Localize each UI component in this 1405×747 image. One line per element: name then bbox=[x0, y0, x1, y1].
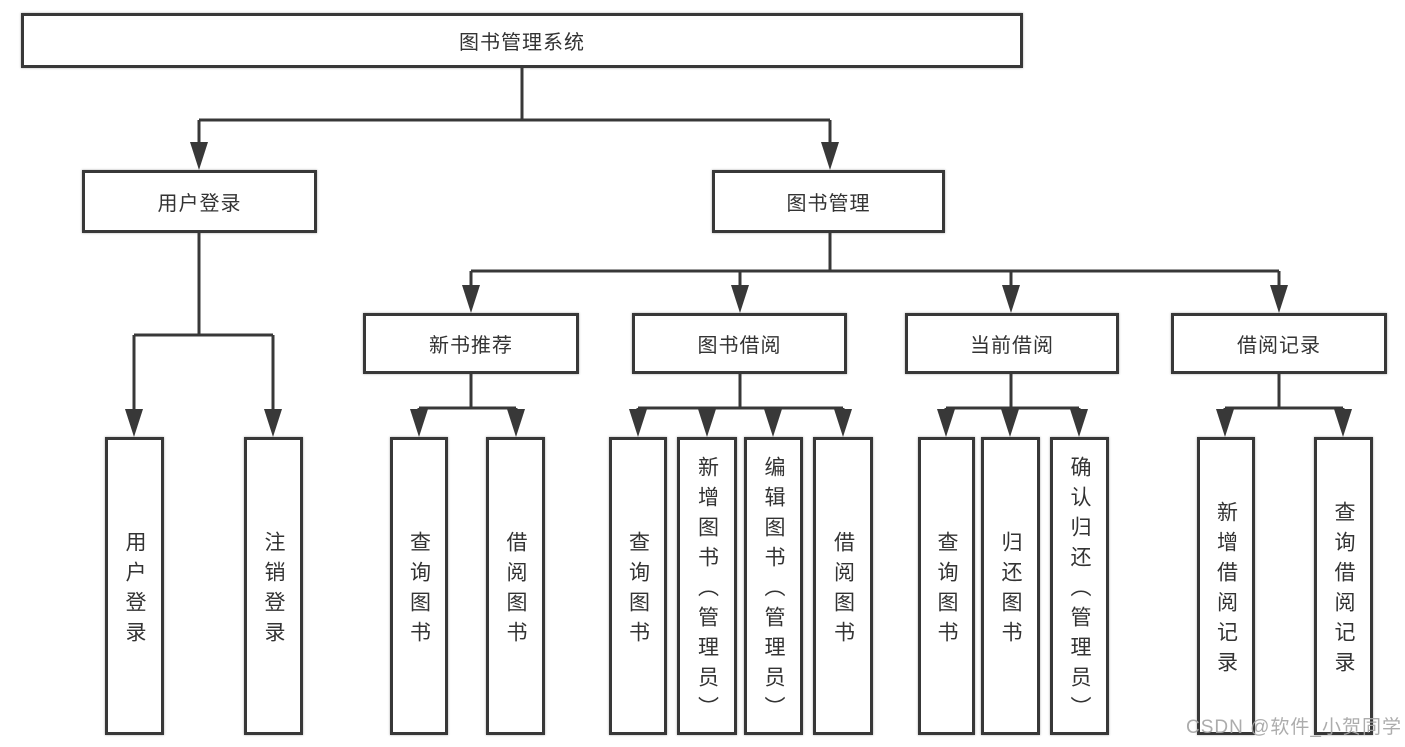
leaf-label: 查询图书 bbox=[935, 530, 958, 651]
node-borrowing-records: 借阅记录 bbox=[1171, 313, 1387, 374]
leaf-label: 编辑图书（管理员） bbox=[762, 455, 785, 726]
leaf-label: 注销登录 bbox=[262, 530, 285, 651]
connector-new-book-recommend-to-leaves bbox=[410, 374, 525, 437]
leaf-borrow-books-borrowing: 借阅图书 bbox=[813, 437, 873, 735]
leaf-add-books-admin: 新增图书（管理员） bbox=[677, 437, 737, 735]
leaf-label: 新增图书（管理员） bbox=[695, 455, 719, 726]
leaf-return-books: 归还图书 bbox=[981, 437, 1040, 735]
node-book-borrowing: 图书借阅 bbox=[632, 313, 847, 374]
leaf-label: 查询图书 bbox=[626, 530, 650, 651]
leaf-query-borrow-record: 查询借阅记录 bbox=[1314, 437, 1373, 735]
node-user-login: 用户登录 bbox=[82, 170, 317, 233]
connector-user-login-to-leaves bbox=[125, 233, 282, 437]
leaf-label: 新增借阅记录 bbox=[1214, 500, 1238, 681]
node-label: 图书管理系统 bbox=[459, 32, 585, 54]
leaf-borrow-books-recommend: 借阅图书 bbox=[486, 437, 545, 735]
leaf-query-books-borrowing: 查询图书 bbox=[609, 437, 667, 735]
node-label: 图书管理 bbox=[786, 193, 871, 215]
leaf-label: 归还图书 bbox=[999, 530, 1022, 651]
connector-root-to-level2 bbox=[190, 68, 839, 170]
leaf-label: 查询图书 bbox=[407, 530, 431, 651]
node-new-book-recommend: 新书推荐 bbox=[363, 313, 579, 374]
leaf-confirm-return-admin: 确认归还（管理员） bbox=[1050, 437, 1109, 735]
node-label: 当前借阅 bbox=[970, 335, 1054, 357]
connector-borrowing-records-to-leaves bbox=[1216, 374, 1352, 437]
node-label: 借阅记录 bbox=[1237, 335, 1321, 357]
csdn-watermark: CSDN @软件_小贺同学 bbox=[1186, 717, 1402, 738]
node-label: 新书推荐 bbox=[429, 335, 513, 357]
leaf-logout: 注销登录 bbox=[244, 437, 303, 735]
leaf-add-borrow-record: 新增借阅记录 bbox=[1197, 437, 1255, 735]
node-current-borrowing: 当前借阅 bbox=[905, 313, 1119, 374]
connector-book-borrowing-to-leaves bbox=[629, 374, 852, 437]
leaf-label: 借阅图书 bbox=[504, 530, 527, 651]
node-label: 用户登录 bbox=[157, 193, 242, 215]
leaf-label: 查询借阅记录 bbox=[1332, 500, 1355, 681]
connector-current-borrowing-to-leaves bbox=[937, 374, 1088, 437]
node-book-management-system: 图书管理系统 bbox=[21, 13, 1023, 68]
leaf-label: 确认归还（管理员） bbox=[1068, 455, 1091, 726]
node-label: 图书借阅 bbox=[697, 335, 782, 357]
leaf-query-books-recommend: 查询图书 bbox=[390, 437, 448, 735]
node-book-management: 图书管理 bbox=[712, 170, 945, 233]
leaf-label: 用户登录 bbox=[123, 530, 146, 651]
leaf-user-login: 用户登录 bbox=[105, 437, 164, 735]
connector-book-management-to-level3 bbox=[462, 233, 1288, 313]
leaf-label: 借阅图书 bbox=[831, 530, 855, 651]
leaf-edit-books-admin: 编辑图书（管理员） bbox=[744, 437, 803, 735]
leaf-query-books-current: 查询图书 bbox=[918, 437, 975, 735]
